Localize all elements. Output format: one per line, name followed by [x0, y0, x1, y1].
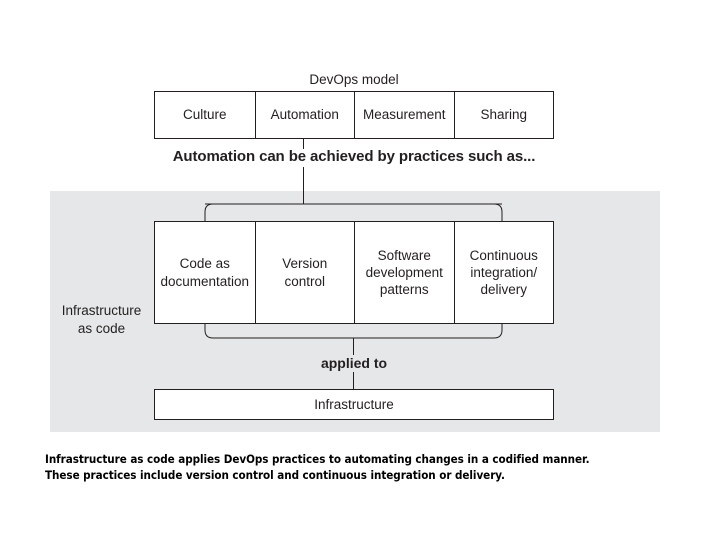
infrastructure-cell-label: Infrastructure [314, 396, 394, 412]
practice-cell-code-as-documentation[interactable]: Code as documentation [155, 222, 255, 323]
applied-to-label: applied to [320, 355, 388, 371]
applied-to-line-knockout [344, 355, 363, 372]
infrastructure-as-code-label: Infrastructure as code [52, 302, 151, 337]
devops-cell-automation-label: Automation [270, 107, 339, 123]
devops-cell-measurement-label: Measurement [362, 107, 446, 123]
practice-cell-continuous-integration-delivery[interactable]: Continuous integration/ delivery [453, 222, 554, 323]
devops-cell-sharing-label: Sharing [480, 107, 528, 123]
devops-cell-culture[interactable]: Culture [155, 92, 255, 138]
heading-line-knockout [294, 149, 314, 167]
practice-cell-code-as-documentation-label: Code as documentation [160, 256, 250, 289]
devops-model-row: Culture Automation Measurement Sharing [154, 91, 554, 139]
iac-label-line1: Infrastructure [61, 303, 142, 318]
practice-cell-software-development-patterns-label: Software development patterns [365, 247, 443, 298]
practice-cell-version-control-label: Version control [282, 256, 328, 289]
infrastructure-row: Infrastructure [154, 389, 554, 420]
practices-row: Code as documentation Version control So… [154, 221, 554, 324]
devops-cell-measurement[interactable]: Measurement [354, 92, 454, 138]
infrastructure-cell[interactable]: Infrastructure [155, 390, 553, 419]
figure-caption: Infrastructure as code applies DevOps pr… [45, 453, 590, 482]
devops-cell-culture-label: Culture [182, 107, 227, 123]
iac-label-line2: as code [77, 320, 126, 336]
devops-cell-sharing[interactable]: Sharing [453, 92, 554, 138]
practice-cell-software-development-patterns[interactable]: Software development patterns [354, 222, 454, 323]
connector-automation-to-practices [303, 139, 304, 204]
practice-cell-continuous-integration-delivery-label: Continuous integration/ delivery [469, 247, 538, 298]
devops-model-title: DevOps model [309, 72, 399, 87]
devops-cell-automation[interactable]: Automation [254, 92, 355, 138]
automation-practices-heading: Automation can be achieved by practices … [172, 148, 536, 165]
practice-cell-version-control[interactable]: Version control [254, 222, 355, 323]
